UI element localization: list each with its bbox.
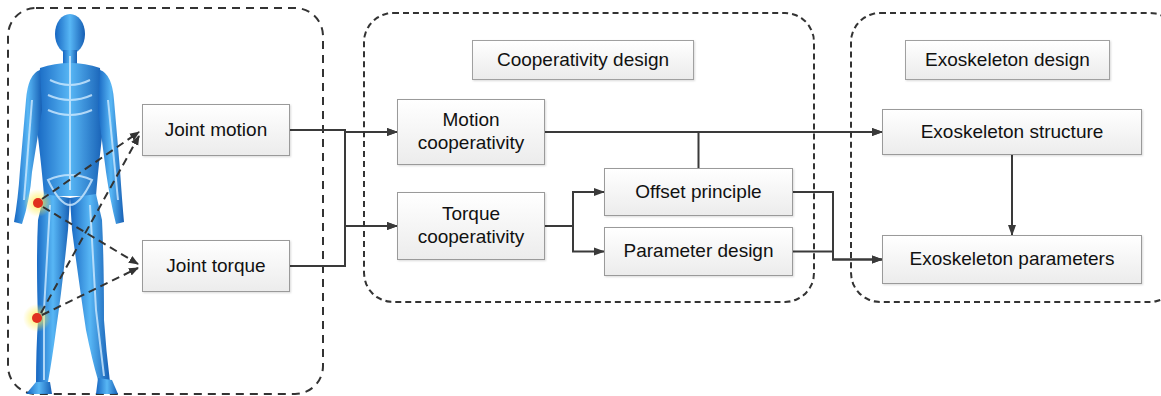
box-label: Exoskeleton structure — [921, 121, 1104, 144]
box-label: Exoskeleton parameters — [910, 248, 1115, 271]
process-box: Offset principle — [604, 168, 793, 216]
flow-arrow — [290, 130, 397, 226]
box-label: Parameter design — [624, 240, 774, 263]
box-label: Motion cooperativity — [404, 109, 538, 155]
process-box: Motion cooperativity — [397, 99, 545, 165]
process-box: Joint motion — [142, 104, 290, 156]
joint-glow — [23, 304, 51, 332]
process-box: Parameter design — [604, 227, 793, 276]
joint-leaders — [41, 132, 139, 315]
flow-arrow — [699, 132, 883, 168]
skeleton-lines — [24, 56, 118, 380]
knee-joint-dot — [32, 313, 42, 323]
human-figure — [14, 14, 124, 394]
box-label: Joint motion — [165, 119, 267, 142]
flow-arrow — [545, 226, 604, 252]
hip-joint-dot — [33, 198, 43, 208]
group-region: Cooperativity designMotion cooperativity… — [363, 12, 815, 303]
group-frame — [8, 8, 323, 394]
process-box: Exoskeleton structure — [882, 109, 1142, 155]
group-region: Exoskeleton designExoskeleton structureE… — [850, 12, 1161, 303]
flow-arrow — [545, 192, 604, 226]
group-heading: Exoskeleton design — [905, 40, 1110, 80]
flow-arrow — [290, 132, 397, 266]
group-heading: Cooperativity design — [472, 40, 694, 80]
joint-glow — [24, 189, 52, 217]
process-box: Joint torque — [142, 240, 290, 292]
flow-arrow — [1011, 155, 1013, 235]
box-label: Offset principle — [635, 181, 761, 204]
flow-arrow — [793, 252, 882, 260]
flow-arrow — [290, 226, 397, 266]
flow-arrow — [793, 192, 882, 260]
box-label: Joint torque — [166, 255, 265, 278]
process-box: Exoskeleton parameters — [882, 235, 1142, 284]
box-label: Torque cooperativity — [404, 203, 538, 249]
process-box: Torque cooperativity — [397, 192, 545, 260]
